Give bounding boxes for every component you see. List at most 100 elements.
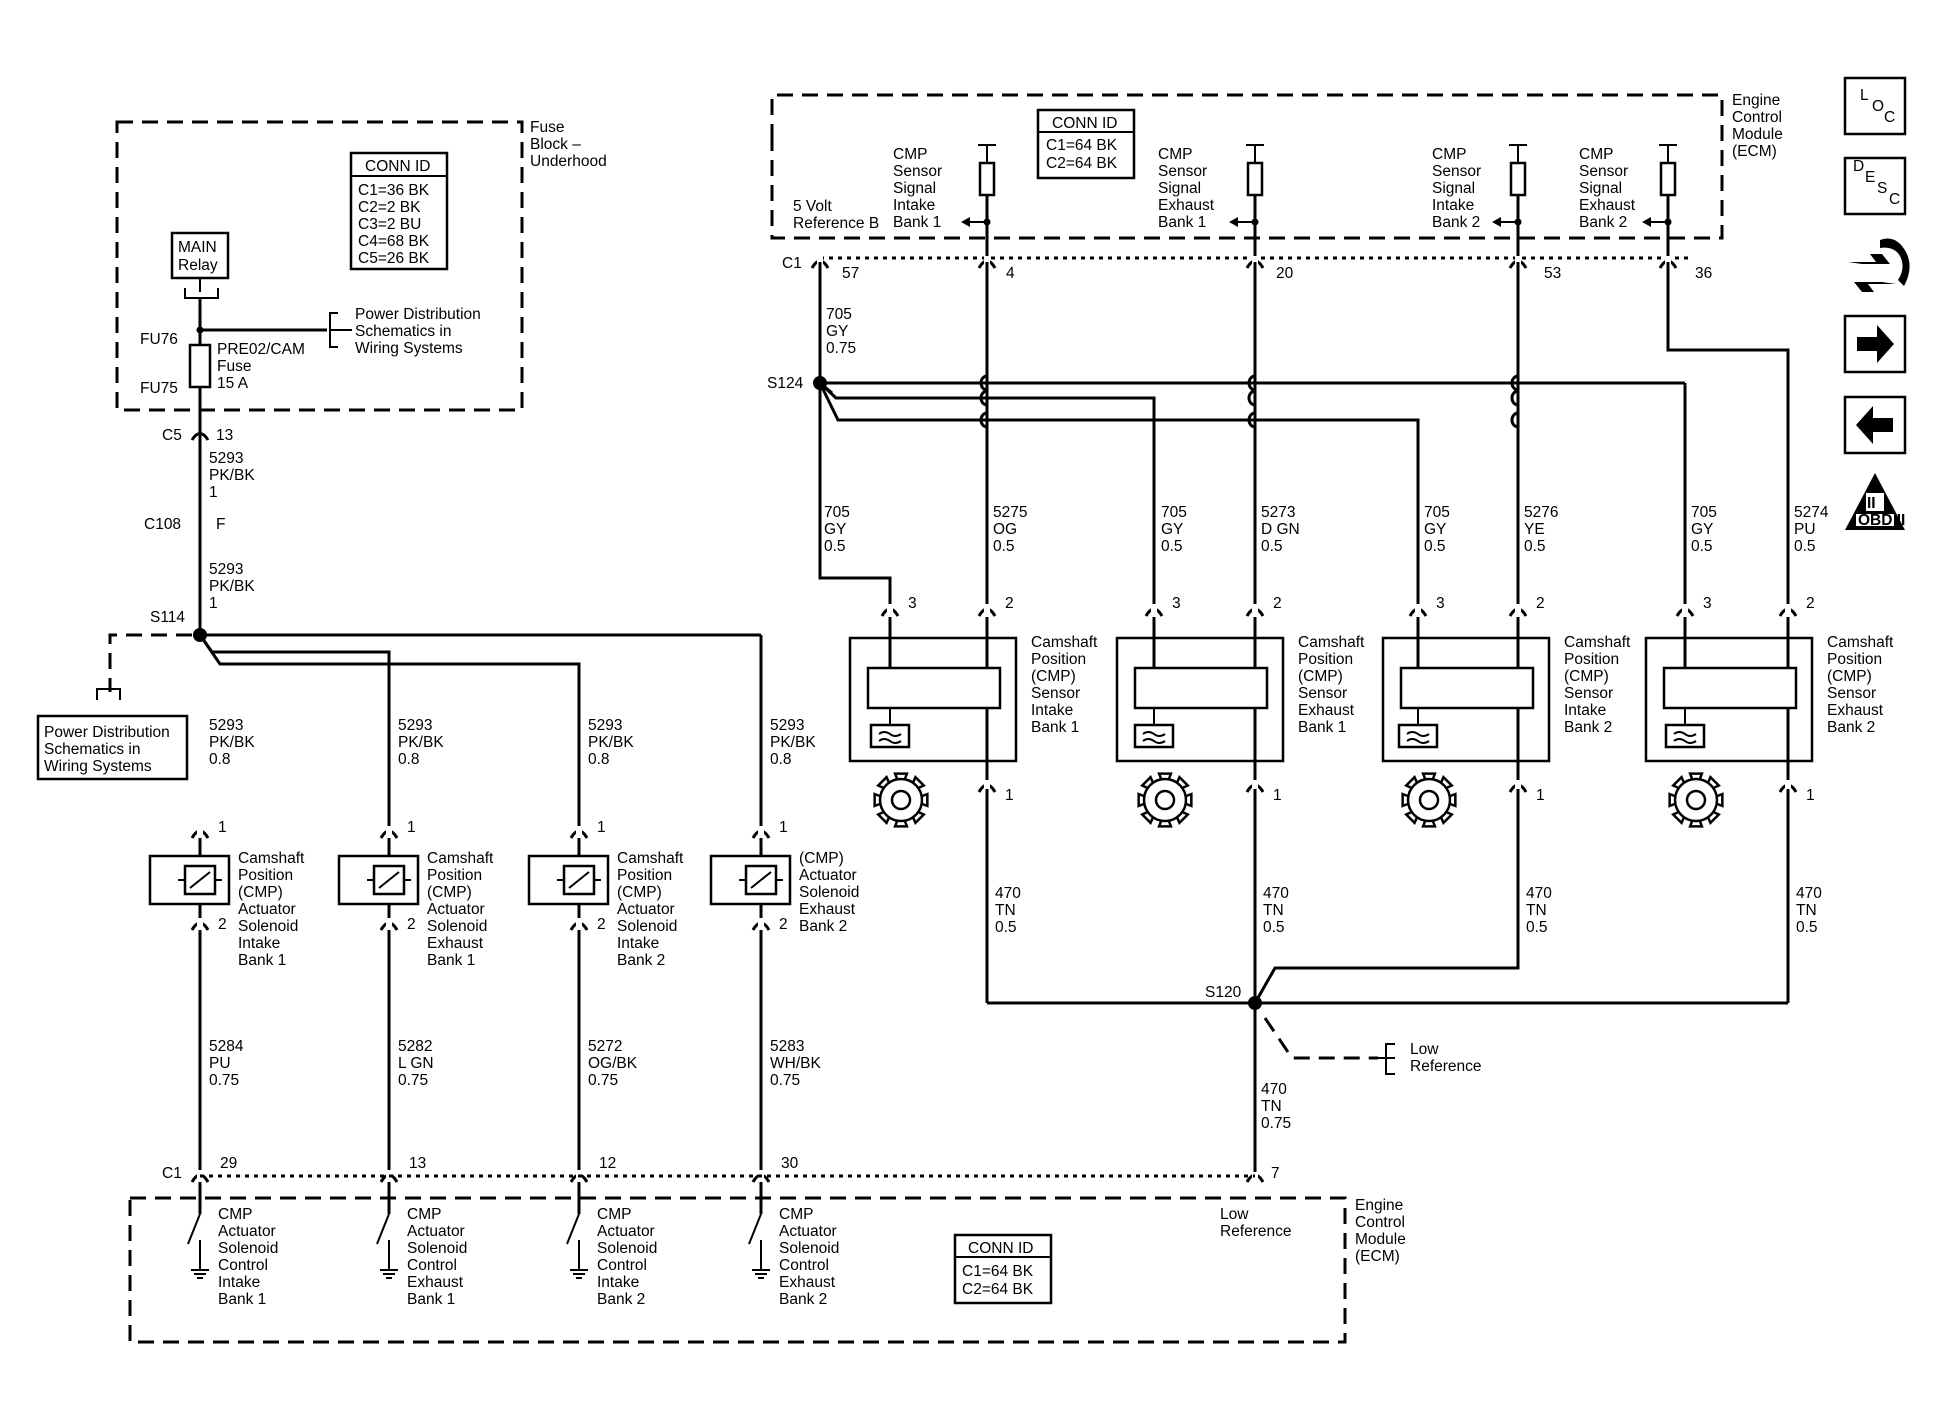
ecm-bottom-pin-label: 29 (220, 1155, 237, 1172)
svg-text:7: 7 (1271, 1165, 1280, 1182)
svg-text:Block –: Block – (530, 136, 581, 153)
svg-text:C2=64 BK: C2=64 BK (962, 1281, 1034, 1298)
ecm-control-label: CMP (218, 1206, 252, 1223)
svg-text:0.5: 0.5 (993, 538, 1015, 555)
svg-text:C4=68 BK: C4=68 BK (358, 233, 430, 250)
svg-text:WH/BK: WH/BK (770, 1055, 821, 1072)
sensor-wire-label: 5276 (1524, 504, 1558, 521)
svg-text:Intake: Intake (1432, 197, 1474, 214)
feed-wire-path: C5 13 5293 PK/BK 1 C108 F 5293 PK/BK 1 (144, 427, 255, 635)
svg-text:Intake: Intake (617, 935, 659, 952)
svg-text:Actuator: Actuator (597, 1223, 655, 1240)
desc-icon[interactable]: D E S C (1843, 156, 1907, 216)
svg-text:(CMP): (CMP) (617, 884, 662, 901)
svg-text:Intake: Intake (1564, 702, 1606, 719)
next-arrow-icon[interactable] (1843, 314, 1907, 374)
svg-text:Actuator: Actuator (407, 1223, 465, 1240)
sensor-wire-label: 5274 (1794, 504, 1829, 521)
sensor-name-label: Camshaft (1298, 634, 1365, 651)
svg-text:YE: YE (1524, 521, 1545, 538)
svg-text:1: 1 (209, 484, 218, 501)
svg-text:Actuator: Actuator (427, 901, 485, 918)
actuator-feed-label: 5293 (588, 717, 622, 734)
svg-text:Solenoid: Solenoid (617, 918, 677, 935)
svg-text:Bank 1: Bank 1 (427, 952, 475, 969)
sensor-pin3-label: 3 (1436, 595, 1445, 612)
svg-text:Solenoid: Solenoid (597, 1240, 657, 1257)
svg-text:TN: TN (1261, 1098, 1282, 1115)
sensor-pin1-label: 1 (1536, 787, 1545, 804)
svg-text:CONN ID: CONN ID (1052, 115, 1117, 132)
svg-text:Underhood: Underhood (530, 153, 607, 170)
svg-text:Exhaust: Exhaust (1579, 197, 1636, 214)
actuator-name-label: Camshaft (238, 850, 305, 867)
svg-text:Reference B: Reference B (793, 215, 879, 232)
svg-text:Low: Low (1220, 1206, 1249, 1223)
ecm-top-conn-id: CONN ID C1=64 BK C2=64 BK (1036, 108, 1136, 180)
ecm-control-label: CMP (407, 1206, 441, 1223)
svg-text:Exhaust: Exhaust (427, 935, 484, 952)
ground-wire-label: 470 (1526, 885, 1552, 902)
connector-tool-icon[interactable] (1848, 238, 1910, 293)
s114-splice: S114 (96, 609, 763, 834)
cmp-actuator-4: 5293PK/BK0.812(CMP)ActuatorSolenoidExhau… (709, 717, 859, 1183)
svg-text:Schematics in: Schematics in (355, 323, 451, 340)
sensor-pin1-label: 1 (1273, 787, 1282, 804)
svg-text:Bank 1: Bank 1 (1031, 719, 1079, 736)
svg-text:TN: TN (995, 902, 1016, 919)
svg-text:Signal: Signal (1579, 180, 1622, 197)
svg-text:Control: Control (779, 1257, 829, 1274)
svg-text:Position: Position (617, 867, 672, 884)
sensor-pin2-label: 2 (1806, 595, 1815, 612)
svg-text:GY: GY (1161, 521, 1183, 538)
svg-text:Intake: Intake (893, 197, 935, 214)
svg-text:0.5: 0.5 (824, 538, 846, 555)
svg-text:GY: GY (1424, 521, 1446, 538)
previous-arrow-icon[interactable] (1843, 395, 1907, 455)
sensor-wire-label: 5275 (993, 504, 1027, 521)
svg-text:Exhaust: Exhaust (1158, 197, 1215, 214)
sensor-wire-label: 5273 (1261, 504, 1295, 521)
actuator-feed-label: 5293 (770, 717, 804, 734)
svg-text:Exhaust: Exhaust (407, 1274, 464, 1291)
fuse-block-title: Fuse Block – Underhood (530, 119, 607, 170)
sensor-pin1-label: 1 (1005, 787, 1014, 804)
svg-text:0.5: 0.5 (1526, 919, 1548, 936)
main-relay: MAIN Relay (170, 231, 230, 299)
cmp-actuator-3: 5293PK/BK0.812CamshaftPosition(CMP)Actua… (527, 717, 684, 1183)
svg-text:Relay: Relay (178, 257, 218, 274)
svg-text:0.8: 0.8 (770, 751, 792, 768)
svg-text:57: 57 (842, 265, 859, 282)
fuse-block-power-distribution-label: Power Distribution Schematics in Wiring … (355, 306, 481, 357)
svg-text:Bank 2: Bank 2 (617, 952, 665, 969)
reluctor-gear-icon (873, 772, 929, 828)
svg-text:0.8: 0.8 (209, 751, 231, 768)
ecm-top-module: Engine Control Module (ECM) CONN ID C1=6… (770, 92, 1783, 282)
svg-text:0.8: 0.8 (398, 751, 420, 768)
svg-text:0.5: 0.5 (1161, 538, 1183, 555)
svg-text:Sensor: Sensor (893, 163, 942, 180)
ground-wire-label: 470 (1263, 885, 1289, 902)
actuator-pin1-label: 1 (218, 819, 227, 836)
obd-ii-icon[interactable]: II OBD II (1845, 473, 1905, 530)
svg-text:0.75: 0.75 (826, 340, 856, 357)
svg-text:C1=64 BK: C1=64 BK (1046, 137, 1118, 154)
svg-text:Actuator: Actuator (617, 901, 675, 918)
loc-icon[interactable]: L O C (1843, 76, 1907, 136)
low-reference-label: Low (1410, 1041, 1439, 1058)
svg-text:MAIN: MAIN (178, 239, 217, 256)
svg-text:GY: GY (826, 323, 848, 340)
svg-text:II: II (1867, 495, 1876, 512)
sensor-harness: 705 GY 0.75 S124 705GY0.55275OG0.5705GY0… (767, 262, 1829, 610)
svg-text:(CMP): (CMP) (1031, 668, 1076, 685)
svg-text:Module: Module (1732, 126, 1783, 143)
sensor-wire-label: 705 (1424, 504, 1450, 521)
svg-text:0.75: 0.75 (1261, 1115, 1291, 1132)
sensor-name-label: Camshaft (1827, 634, 1894, 651)
fu76-label: FU76 (140, 331, 178, 348)
actuator-pin1-label: 1 (407, 819, 416, 836)
svg-text:CONN ID: CONN ID (365, 158, 430, 175)
actuator-pin1-label: 1 (597, 819, 606, 836)
